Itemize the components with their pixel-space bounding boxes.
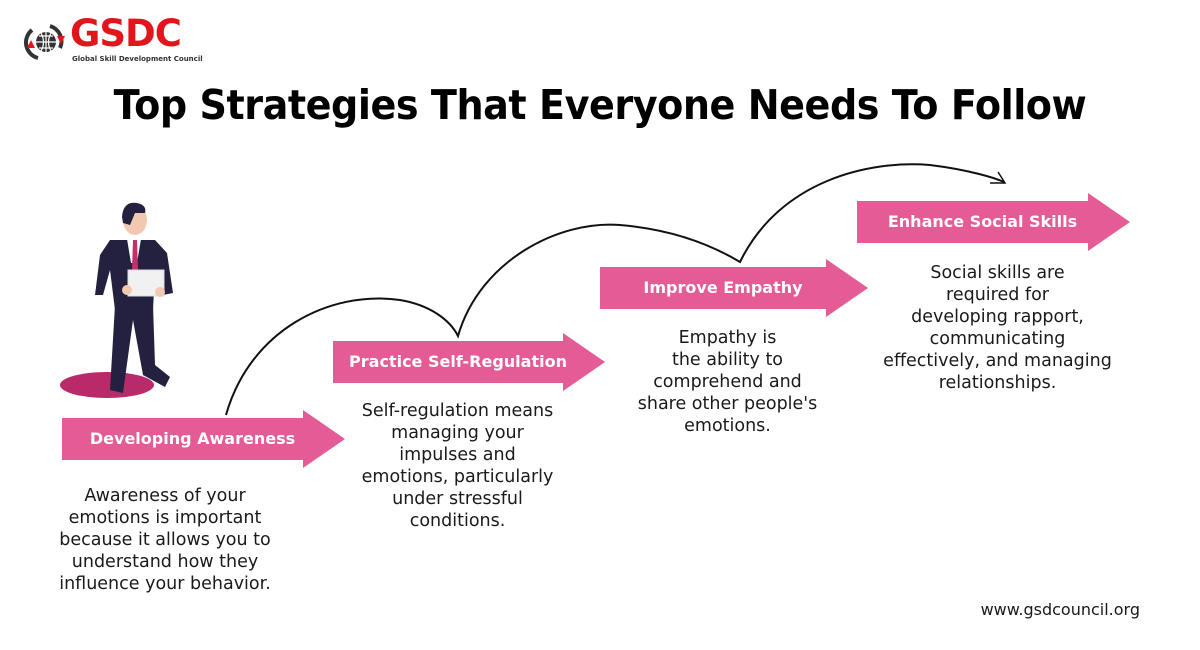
step-arrow-shape — [600, 259, 868, 317]
description-line: conditions. — [409, 511, 506, 531]
step-title: Improve Empathy — [643, 278, 803, 297]
gsdc-logo — [24, 24, 65, 60]
description-line: because it allows you to — [59, 530, 271, 550]
description-line: developing rapport, — [911, 307, 1084, 327]
description-line: impulses and — [399, 445, 516, 465]
step-title: Practice Self-Regulation — [349, 352, 567, 371]
spotlight-shadow — [60, 372, 154, 398]
description-line: influence your behavior. — [59, 574, 271, 594]
curve-arrowhead-icon — [990, 171, 1007, 184]
globe-icon — [24, 24, 65, 60]
curve-path — [225, 163, 1005, 416]
step-title: Developing Awareness — [89, 429, 296, 448]
page-title: Top Strategies That Everyone Needs To Fo… — [113, 81, 1087, 129]
description-line: share other people's — [637, 394, 818, 414]
description-line: relationships. — [938, 373, 1057, 393]
description-line: emotions, particularly — [361, 467, 554, 487]
step-arrow-shape — [857, 193, 1130, 251]
description-line: emotions is important — [68, 508, 262, 528]
description-line: effectively, and managing — [883, 351, 1112, 371]
businessman-illustration — [60, 202, 173, 398]
brand-name: GSDC — [70, 12, 182, 55]
description-line: Empathy is — [678, 328, 777, 348]
step-title: Enhance Social Skills — [887, 212, 1078, 231]
description-line: Social skills are — [930, 263, 1065, 283]
description-line: Self-regulation means — [361, 401, 554, 421]
step-arrow-shape — [62, 410, 345, 468]
description-line: communicating — [929, 329, 1066, 349]
description-line: emotions. — [684, 416, 771, 436]
description-line: managing your — [391, 423, 524, 443]
description-line: under stressful — [392, 489, 523, 509]
description-line: required for — [946, 285, 1049, 305]
step-arrow-shape — [333, 333, 605, 391]
description-line: the ability to — [671, 350, 784, 370]
description-line: Awareness of your — [84, 486, 246, 506]
website-link[interactable]: www.gsdcouncil.org — [980, 600, 1140, 619]
brand-tagline: Global Skill Development Council — [72, 55, 203, 63]
description-line: comprehend and — [653, 372, 802, 392]
description-line: understand how they — [71, 552, 259, 572]
